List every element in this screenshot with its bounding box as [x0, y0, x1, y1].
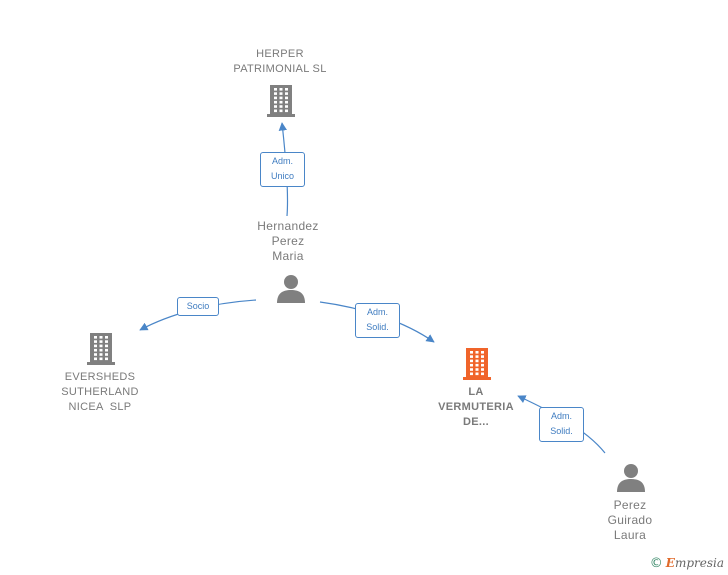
edge-label-line: Unico	[270, 171, 294, 181]
edge-label-adm-solid-perez[interactable]: Adm. Solid.	[539, 407, 584, 442]
node-label-line: Hernandez	[257, 219, 319, 233]
node-label-herper[interactable]: HERPER PATRIMONIAL SL	[200, 47, 360, 77]
node-label-line: PATRIMONIAL SL	[233, 63, 327, 75]
node-label-perez[interactable]: Perez Guirado Laura	[570, 498, 690, 543]
node-label-line: LA	[468, 386, 484, 398]
edge-label-line: Adm.	[550, 411, 572, 421]
node-label-line: EVERSHEDS	[64, 371, 136, 383]
edge-label-adm-solid-hernandez[interactable]: Adm. Solid.	[355, 303, 400, 338]
node-label-line: NICEA SLP	[68, 401, 132, 413]
brand-logo-letter: E	[665, 556, 675, 570]
node-label-line: Laura	[613, 528, 647, 542]
edge-label-line: Solid.	[550, 426, 573, 436]
building-icon[interactable]	[462, 346, 494, 382]
edge-label-line: Adm.	[271, 156, 293, 166]
edge-label-adm-unico[interactable]: Adm. Unico	[260, 152, 305, 187]
empresia-brand[interactable]: ©Empresia	[650, 556, 724, 571]
person-icon[interactable]	[615, 463, 647, 493]
node-label-line: SUTHERLAND	[61, 386, 139, 398]
node-label-hernandez[interactable]: Hernandez Perez Maria	[228, 219, 348, 264]
node-label-line: VERMUTERIA	[438, 401, 514, 413]
building-icon[interactable]	[86, 331, 118, 367]
node-label-line: Perez	[271, 234, 305, 248]
node-label-eversheds[interactable]: EVERSHEDS SUTHERLAND NICEA SLP	[30, 370, 170, 415]
node-label-line: Maria	[272, 249, 304, 263]
node-label-vermuteria[interactable]: LA VERMUTERIA DE...	[416, 385, 536, 430]
brand-logo-text: mpresia	[674, 556, 724, 570]
node-label-line: DE...	[463, 416, 489, 428]
edge-label-line: Socio	[186, 301, 210, 311]
edge-label-line: Adm.	[366, 307, 388, 317]
node-label-line: Guirado	[607, 513, 653, 527]
copyright-icon: ©	[649, 556, 663, 571]
building-icon[interactable]	[266, 83, 298, 119]
node-label-line: HERPER	[256, 48, 304, 60]
node-label-line: Perez	[613, 498, 647, 512]
person-icon[interactable]	[275, 274, 307, 304]
edge-label-socio[interactable]: Socio	[177, 297, 219, 316]
edge-label-line: Solid.	[366, 322, 389, 332]
